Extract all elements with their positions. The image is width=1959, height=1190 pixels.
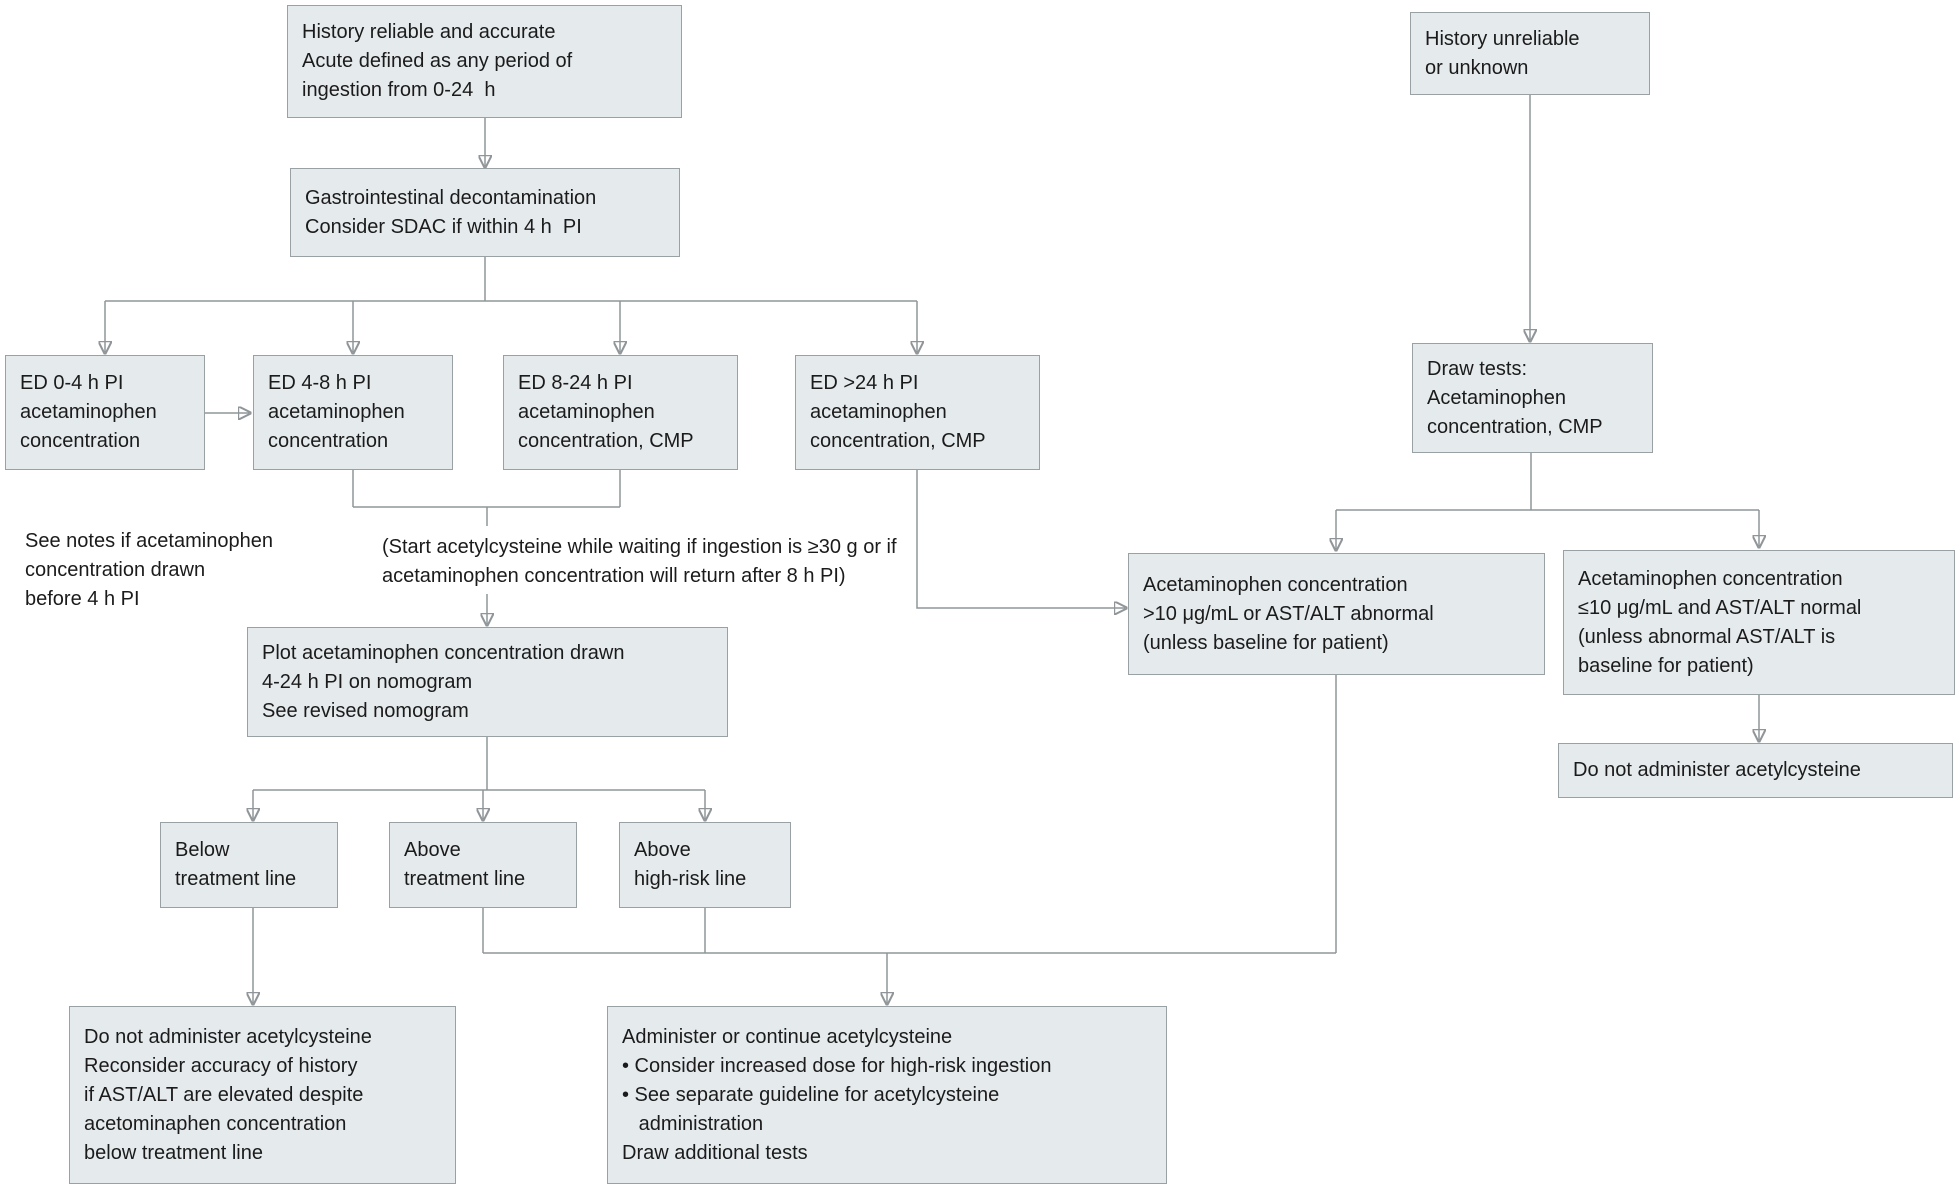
node-above-high-risk-line: Above high-risk line — [619, 822, 791, 908]
note-see-notes: See notes if acetaminophen concentration… — [25, 530, 273, 610]
note-start-acetylcysteine: (Start acetylcysteine while waiting if i… — [382, 536, 897, 587]
node-gi-decontamination: Gastrointestinal decontamination Conside… — [290, 168, 680, 257]
connector-line — [482, 675, 1337, 954]
node-do-not-administer-right: Do not administer acetylcysteine — [1558, 743, 1953, 798]
connector-line — [105, 257, 917, 302]
connector-line — [1336, 453, 1759, 511]
connector-arrow — [916, 470, 1125, 608]
node-ed-4-8h: ED 4-8 h PI acetaminophen concentration — [253, 355, 453, 470]
node-history-reliable: History reliable and accurate Acute defi… — [287, 5, 682, 118]
connector-line — [253, 737, 705, 791]
node-ed-gt-24h: ED >24 h PI acetaminophen concentration,… — [795, 355, 1040, 470]
node-history-unreliable: History unreliable or unknown — [1410, 12, 1650, 95]
node-ed-0-4h: ED 0-4 h PI acetaminophen concentration — [5, 355, 205, 470]
node-plot-nomogram: Plot acetaminophen concentration drawn 4… — [247, 627, 728, 737]
connector-line — [352, 470, 621, 526]
node-do-not-administer-below-line: Do not administer acetylcysteine Reconsi… — [69, 1006, 456, 1184]
node-draw-tests: Draw tests: Acetaminophen concentration,… — [1412, 343, 1653, 453]
node-concentration-low: Acetaminophen concentration ≤10 μg/mL an… — [1563, 550, 1955, 695]
node-ed-8-24h: ED 8-24 h PI acetaminophen concentration… — [503, 355, 738, 470]
node-above-treatment-line: Above treatment line — [389, 822, 577, 908]
node-concentration-high: Acetaminophen concentration >10 μg/mL or… — [1128, 553, 1545, 675]
node-below-treatment-line: Below treatment line — [160, 822, 338, 908]
node-administer-continue: Administer or continue acetylcysteine • … — [607, 1006, 1167, 1184]
